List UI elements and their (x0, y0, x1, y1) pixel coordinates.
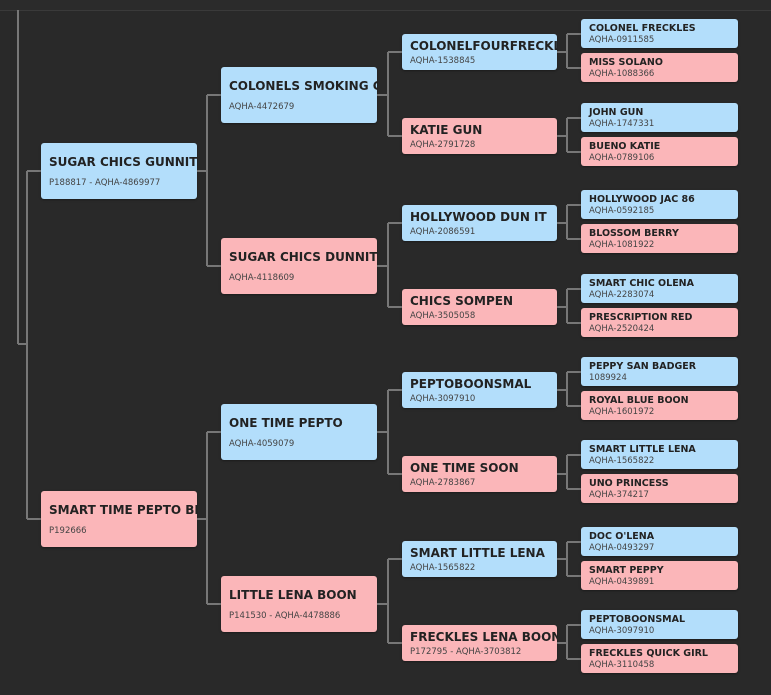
pedigree-node-sire[interactable]: PEPPY SAN BADGER 1089924 (581, 357, 738, 386)
pedigree-node-dam[interactable]: FRECKLES LENA BOON P172795 - AQHA-370381… (402, 625, 557, 661)
horse-name: COLONELFOURFRECKLE (410, 38, 557, 53)
horse-name: ROYAL BLUE BOON (589, 394, 689, 406)
registration-number: P192666 (49, 525, 87, 536)
registration-number: AQHA-2520424 (589, 323, 655, 334)
horse-name: ONE TIME PEPTO (229, 415, 343, 430)
pedigree-node-sire[interactable]: ONE TIME PEPTO AQHA-4059079 (221, 404, 377, 460)
registration-number: AQHA-4472679 (229, 101, 295, 112)
horse-name: BUENO KATIE (589, 140, 661, 152)
horse-name: SUGAR CHICS DUNNIT (229, 249, 377, 264)
pedigree-node-dam[interactable]: LITTLE LENA BOON P141530 - AQHA-4478886 (221, 576, 377, 632)
pedigree-node-sire[interactable]: PEPTOBOONSMAL AQHA-3097910 (402, 372, 557, 408)
pedigree-node-dam[interactable]: BLOSSOM BERRY AQHA-1081922 (581, 224, 738, 253)
registration-number: AQHA-1565822 (589, 455, 655, 466)
pedigree-node-sire[interactable]: COLONELS SMOKING GUN AQHA-4472679 (221, 67, 377, 123)
horse-name: BLOSSOM BERRY (589, 227, 679, 239)
pedigree-node-dam[interactable]: SUGAR CHICS DUNNIT AQHA-4118609 (221, 238, 377, 294)
registration-number: AQHA-0592185 (589, 205, 655, 216)
horse-name: SMART LITTLE LENA (589, 443, 696, 455)
registration-number: AQHA-3097910 (410, 393, 476, 404)
pedigree-node-sire[interactable]: HOLLYWOOD JAC 86 AQHA-0592185 (581, 190, 738, 219)
pedigree-node-dam[interactable]: BUENO KATIE AQHA-0789106 (581, 137, 738, 166)
pedigree-node-dam[interactable]: FRECKLES QUICK GIRL AQHA-3110458 (581, 644, 738, 673)
pedigree-node-sire[interactable]: JOHN GUN AQHA-1747331 (581, 103, 738, 132)
registration-number: AQHA-0911585 (589, 34, 655, 45)
registration-number: AQHA-2283074 (589, 289, 655, 300)
pedigree-node-sire[interactable]: SMART LITTLE LENA AQHA-1565822 (402, 541, 557, 577)
horse-name: SMART CHIC OLENA (589, 277, 694, 289)
horse-name: HOLLYWOOD DUN IT (410, 209, 547, 224)
horse-name: COLONELS SMOKING GUN (229, 78, 377, 93)
horse-name: FRECKLES QUICK GIRL (589, 647, 708, 659)
registration-number: AQHA-4118609 (229, 272, 295, 283)
registration-number: AQHA-3110458 (589, 659, 655, 670)
pedigree-node-sire[interactable]: DOC O'LENA AQHA-0493297 (581, 527, 738, 556)
registration-number: AQHA-1601972 (589, 406, 655, 417)
registration-number: AQHA-2086591 (410, 226, 476, 237)
registration-number: AQHA-1538845 (410, 55, 476, 66)
horse-name: SUGAR CHICS GUNNIT (49, 154, 197, 169)
registration-number: AQHA-1088366 (589, 68, 655, 79)
horse-name: MISS SOLANO (589, 56, 663, 68)
horse-name: UNO PRINCESS (589, 477, 669, 489)
registration-number: AQHA-3505058 (410, 310, 476, 321)
registration-number: AQHA-0789106 (589, 152, 655, 163)
pedigree-node-sire[interactable]: HOLLYWOOD DUN IT AQHA-2086591 (402, 205, 557, 241)
pedigree-node-dam[interactable]: SMART TIME PEPTO BEE P192666 (41, 491, 197, 547)
registration-number: P172795 - AQHA-3703812 (410, 646, 522, 657)
pedigree-node-sire[interactable]: PEPTOBOONSMAL AQHA-3097910 (581, 610, 738, 639)
horse-name: CHICS SOMPEN (410, 293, 513, 308)
registration-number: 1089924 (589, 372, 627, 383)
pedigree-node-dam[interactable]: ONE TIME SOON AQHA-2783867 (402, 456, 557, 492)
horse-name: PEPTOBOONSMAL (410, 376, 532, 391)
horse-name: HOLLYWOOD JAC 86 (589, 193, 695, 205)
pedigree-node-dam[interactable]: CHICS SOMPEN AQHA-3505058 (402, 289, 557, 325)
top-bar (0, 0, 771, 11)
horse-name: SMART LITTLE LENA (410, 545, 545, 560)
pedigree-node-dam[interactable]: KATIE GUN AQHA-2791728 (402, 118, 557, 154)
horse-name: DOC O'LENA (589, 530, 655, 542)
pedigree-node-dam[interactable]: UNO PRINCESS AQHA-374217 (581, 474, 738, 503)
horse-name: KATIE GUN (410, 122, 483, 137)
pedigree-node-dam[interactable]: SMART PEPPY AQHA-0439891 (581, 561, 738, 590)
pedigree-node-dam[interactable]: MISS SOLANO AQHA-1088366 (581, 53, 738, 82)
registration-number: AQHA-4059079 (229, 438, 295, 449)
pedigree-node-sire[interactable]: SMART LITTLE LENA AQHA-1565822 (581, 440, 738, 469)
horse-name: ONE TIME SOON (410, 460, 519, 475)
registration-number: AQHA-3097910 (589, 625, 655, 636)
pedigree-node-dam[interactable]: ROYAL BLUE BOON AQHA-1601972 (581, 391, 738, 420)
horse-name: JOHN GUN (589, 106, 644, 118)
pedigree-node-sire[interactable]: COLONEL FRECKLES AQHA-0911585 (581, 19, 738, 48)
pedigree-node-sire[interactable]: SUGAR CHICS GUNNIT P188817 - AQHA-486997… (41, 143, 197, 199)
registration-number: AQHA-1747331 (589, 118, 655, 129)
horse-name: FRECKLES LENA BOON (410, 629, 557, 644)
horse-name: COLONEL FRECKLES (589, 22, 696, 34)
registration-number: AQHA-0493297 (589, 542, 655, 553)
horse-name: PEPPY SAN BADGER (589, 360, 697, 372)
registration-number: AQHA-374217 (589, 489, 649, 500)
pedigree-node-sire[interactable]: SMART CHIC OLENA AQHA-2283074 (581, 274, 738, 303)
pedigree-node-sire[interactable]: COLONELFOURFRECKLE AQHA-1538845 (402, 34, 557, 70)
horse-name: SMART TIME PEPTO BEE (49, 502, 197, 517)
horse-name: LITTLE LENA BOON (229, 587, 357, 602)
registration-number: AQHA-1565822 (410, 562, 476, 573)
horse-name: SMART PEPPY (589, 564, 664, 576)
registration-number: AQHA-2783867 (410, 477, 476, 488)
horse-name: PRESCRIPTION RED (589, 311, 693, 323)
registration-number: AQHA-2791728 (410, 139, 476, 150)
registration-number: AQHA-1081922 (589, 239, 655, 250)
registration-number: P141530 - AQHA-4478886 (229, 610, 341, 621)
registration-number: AQHA-0439891 (589, 576, 655, 587)
registration-number: P188817 - AQHA-4869977 (49, 177, 161, 188)
pedigree-node-dam[interactable]: PRESCRIPTION RED AQHA-2520424 (581, 308, 738, 337)
horse-name: PEPTOBOONSMAL (589, 613, 686, 625)
